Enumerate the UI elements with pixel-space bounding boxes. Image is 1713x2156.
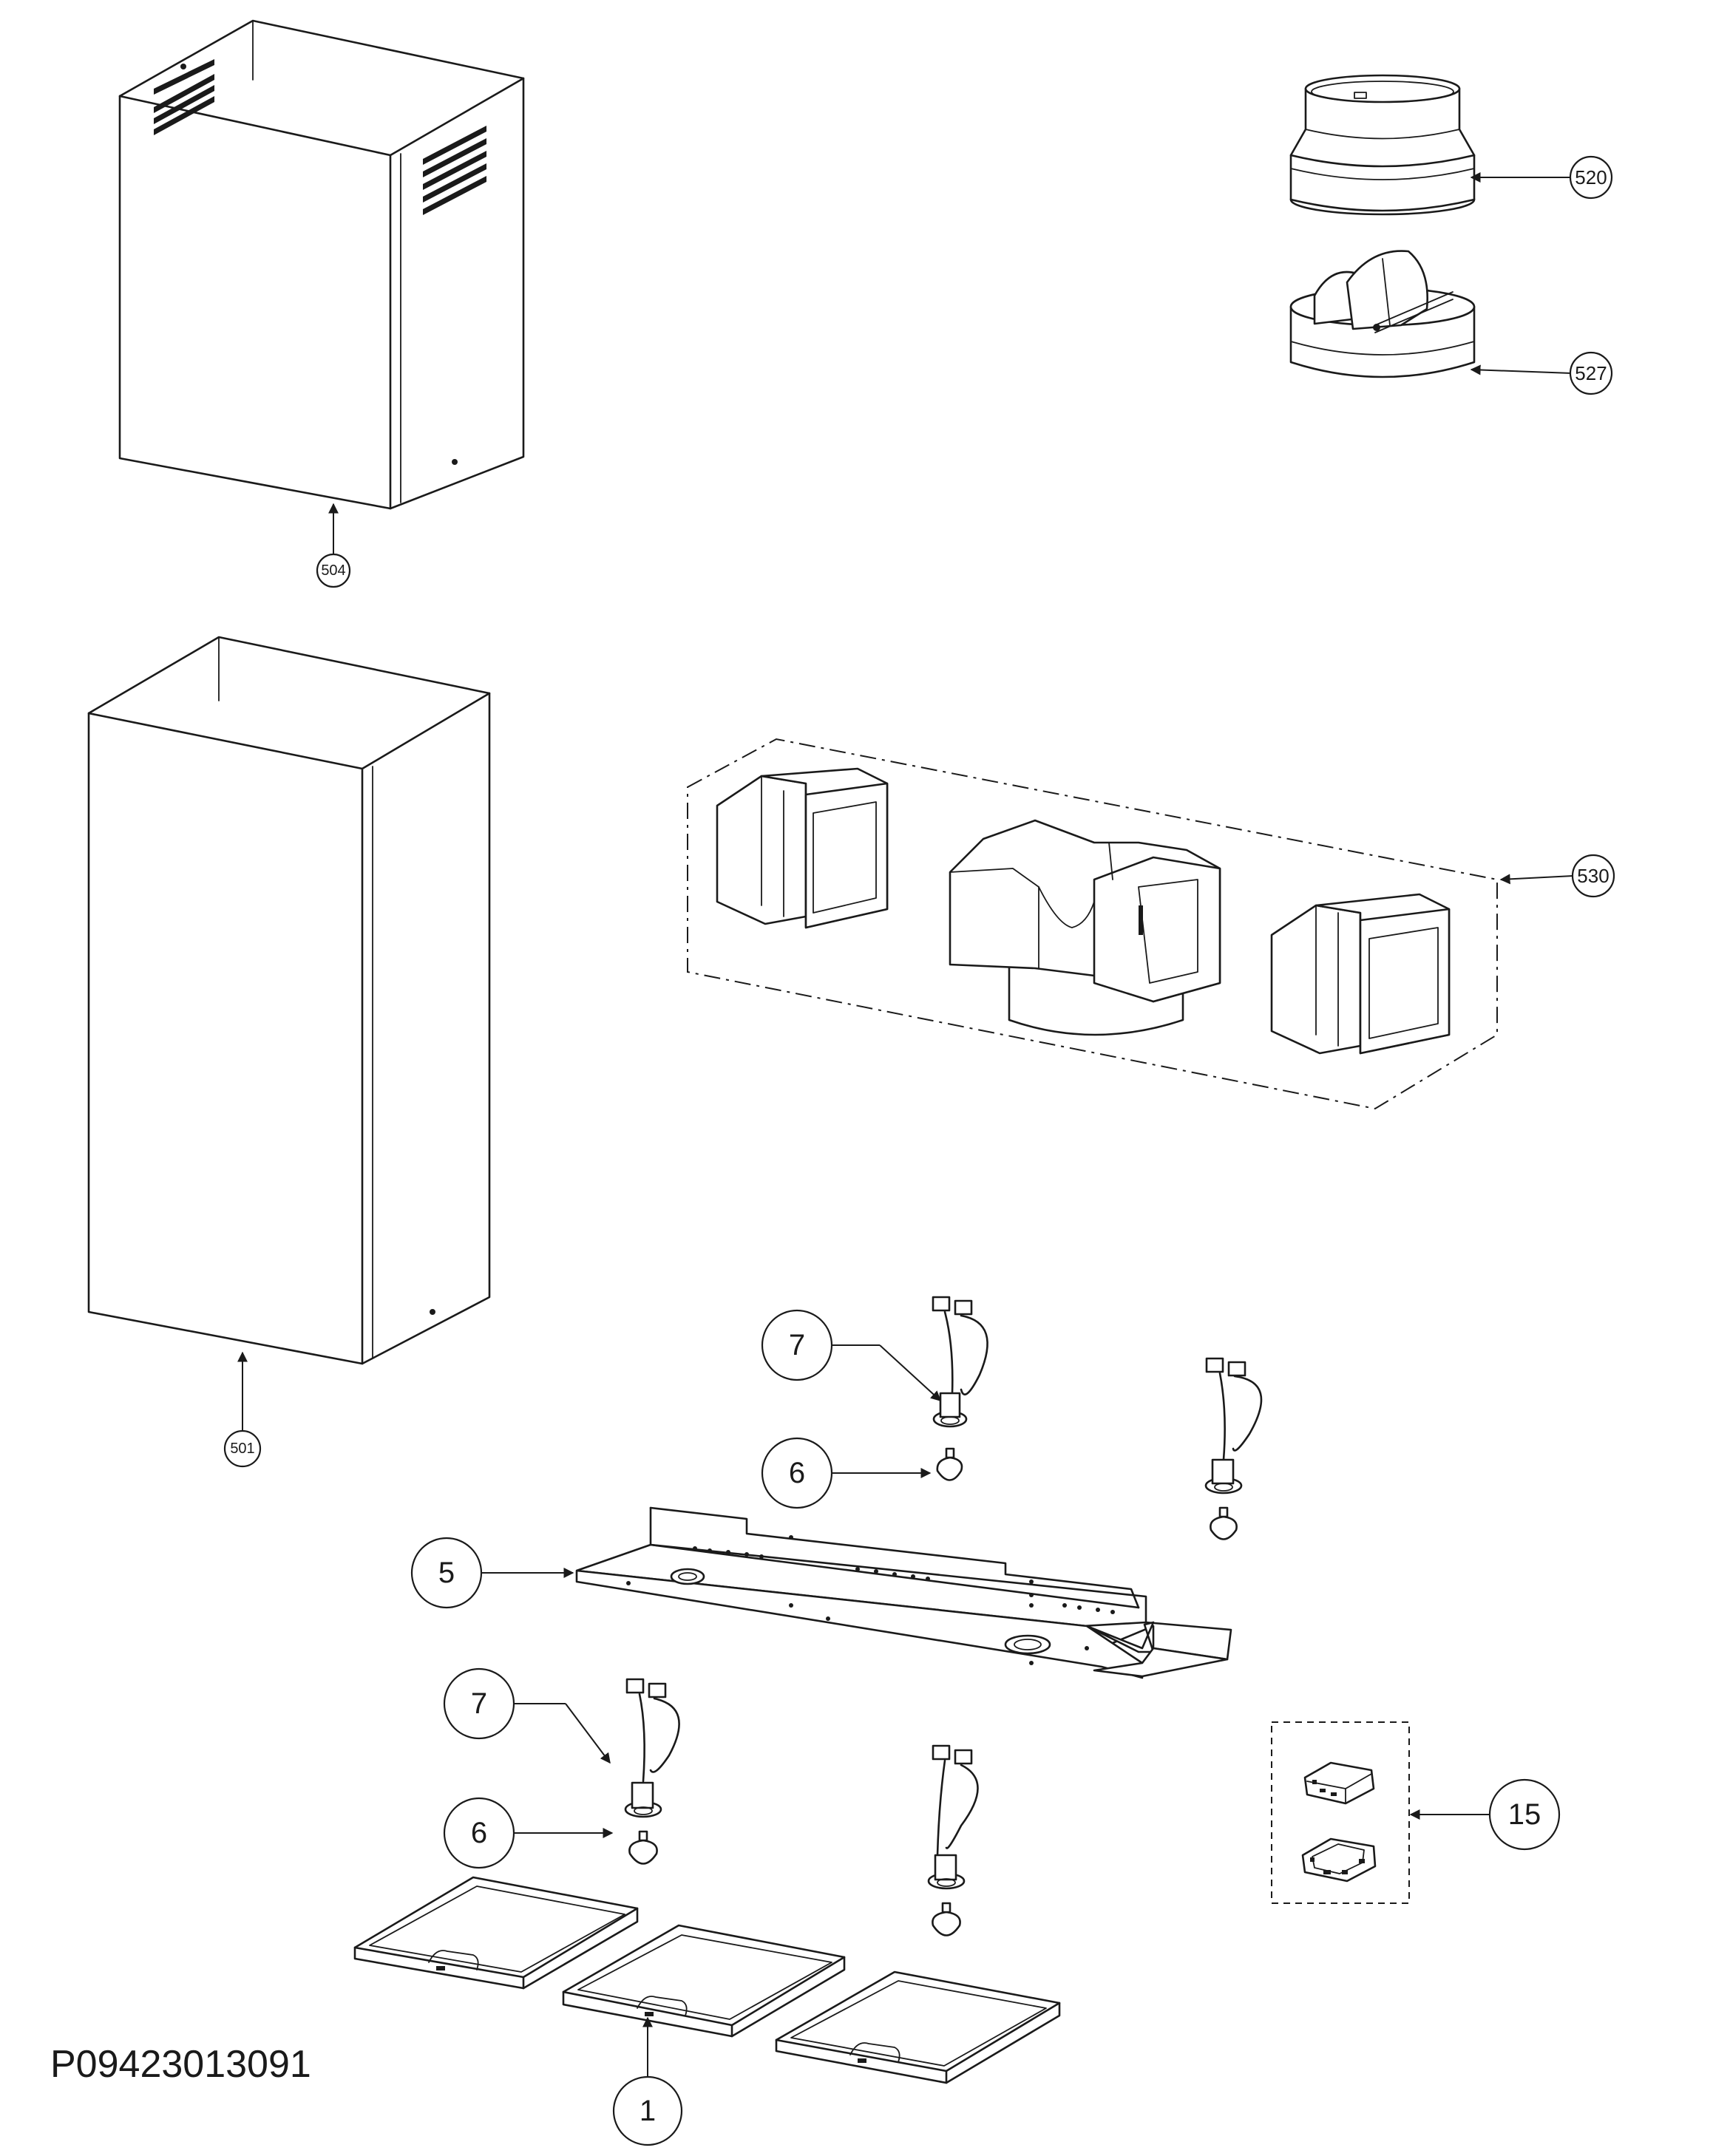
kit-module-upper [1303, 1761, 1375, 1805]
vent-slots-right [423, 126, 486, 215]
callout-504-label: 504 [321, 562, 345, 579]
callout-1-label: 1 [640, 2095, 656, 2127]
callout-501-label: 501 [230, 1441, 254, 1457]
duct-piece-left [716, 767, 889, 929]
callout-7-bottom: 7 [443, 1667, 515, 1740]
lower-chimney-part [87, 636, 491, 1365]
callout-7-bottom-label: 7 [471, 1687, 487, 1720]
callout-6-top-label: 6 [789, 1457, 805, 1489]
lamp-bracket-part [575, 1506, 1232, 1679]
callout-5-label: 5 [438, 1557, 455, 1589]
bulb-top-left [936, 1447, 963, 1481]
callout-527: 527 [1569, 351, 1613, 395]
kit-module-lower [1301, 1837, 1377, 1883]
grease-filter-left [353, 1876, 639, 1990]
callout-504: 504 [316, 553, 351, 588]
reducer-ring-part [1289, 74, 1476, 216]
callout-530-label: 530 [1577, 865, 1609, 887]
grease-filter-right [775, 1970, 1061, 2084]
bulb-bottom-right [932, 1902, 961, 1936]
drawing-code: P09423013091 [50, 2043, 311, 2086]
bulb-bottom-left [628, 1830, 658, 1865]
bracket-holes [626, 1535, 1115, 1665]
callout-7-top: 7 [761, 1309, 833, 1381]
callout-7-top-label: 7 [789, 1329, 805, 1361]
callout-15: 15 [1488, 1778, 1561, 1851]
callout-501: 501 [223, 1429, 262, 1468]
upper-chimney-part [118, 19, 525, 510]
callout-6-top: 6 [761, 1437, 833, 1509]
callout-527-label: 527 [1575, 362, 1607, 384]
vent-slots-left [154, 59, 214, 135]
callout-520-label: 520 [1575, 166, 1607, 188]
duct-kit-part [687, 738, 1498, 1110]
callout-530: 530 [1571, 854, 1615, 898]
bulb-top-right [1210, 1506, 1238, 1540]
grease-filter-middle [562, 1924, 846, 2038]
callout-1: 1 [612, 2075, 683, 2146]
lamp-holder-bottom-right [927, 1744, 979, 1890]
callout-6-bottom-label: 6 [471, 1817, 487, 1849]
callout-15-label: 15 [1508, 1798, 1541, 1831]
duct-piece-middle [949, 819, 1221, 1036]
lamp-holder-top-right [1204, 1357, 1263, 1494]
callout-520: 520 [1569, 155, 1613, 200]
electronic-kit-part [1271, 1721, 1410, 1904]
callout-5: 5 [410, 1537, 483, 1609]
check-valve-part [1289, 250, 1476, 378]
lamp-holder-top-left [932, 1296, 988, 1428]
callout-6-bottom: 6 [443, 1797, 515, 1869]
duct-piece-right [1270, 893, 1451, 1055]
lamp-holder-bottom-left [624, 1678, 680, 1818]
